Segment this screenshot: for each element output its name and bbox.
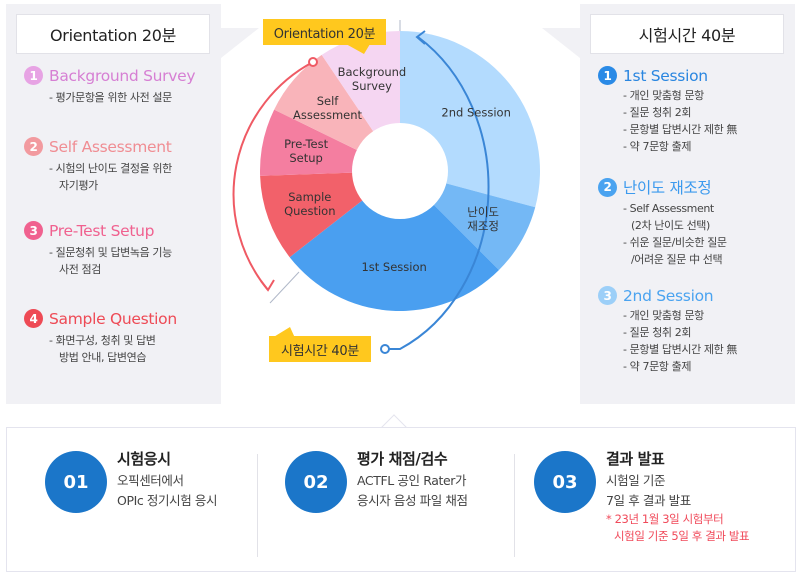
step-title: Self Assessment bbox=[49, 137, 172, 156]
process-title: 시험응시 bbox=[117, 450, 171, 468]
step-number-badge: 2 bbox=[24, 137, 43, 156]
test-time-chip: 시험시간 40분 bbox=[269, 336, 371, 362]
donut-segment-label: 1st Session bbox=[361, 260, 426, 274]
process-number-badge: 02 bbox=[285, 451, 347, 513]
orientation-arc bbox=[232, 61, 314, 291]
orientation-time-chip: Orientation 20분 bbox=[263, 19, 386, 45]
test-step-3: 3 2nd Session - 개인 맞춤형 문항 - 질문 청취 2회 - 문… bbox=[598, 286, 737, 375]
test-arc-start-icon bbox=[380, 344, 390, 354]
process-number-badge: 03 bbox=[534, 451, 596, 513]
donut-segment-label: 2nd Session bbox=[441, 106, 510, 120]
step-desc: - 평가문항을 위한 사전 설문 bbox=[49, 91, 172, 104]
chip-tail bbox=[272, 327, 295, 338]
test-arc-arrow-icon bbox=[415, 30, 426, 45]
orientation-title: Orientation 20분 bbox=[16, 14, 210, 54]
donut-segment bbox=[321, 31, 400, 138]
process-divider bbox=[257, 454, 258, 557]
process-title: 결과 발표 bbox=[606, 450, 665, 468]
step-number-badge: 3 bbox=[24, 221, 43, 240]
process-step-3: 03 결과 발표 시험일 기준 7일 후 결과 발표 * 23년 1월 3일 시… bbox=[514, 428, 797, 573]
orientation-step-3: 3 Pre-Test Setup - 질문청취 및 답변녹음 기능 사전 점검 bbox=[24, 221, 172, 278]
step-desc: - Self Assessment bbox=[623, 202, 714, 215]
orientation-step-4: 4 Sample Question - 화면구성, 청취 및 답변 방법 안내,… bbox=[24, 309, 177, 366]
step-desc: 방법 안내, 답변연습 bbox=[59, 351, 147, 364]
step-desc: - 질문청취 및 답변녹음 기능 bbox=[49, 246, 172, 259]
process-step-2: 02 평가 채점/검수 ACTFL 공인 Rater가 응시자 음성 파일 채점 bbox=[257, 428, 517, 573]
step-desc: - 약 7문항 출제 bbox=[623, 140, 692, 153]
donut-hole bbox=[352, 123, 448, 219]
step-desc: - 문항별 답변시간 제한 無 bbox=[623, 123, 738, 136]
process-box: 01 시험응시 오픽센터에서 OPIc 정기시험 응시 02 평가 채점/검수 … bbox=[6, 427, 796, 572]
donut-segment bbox=[274, 54, 378, 154]
chip-tail bbox=[346, 44, 370, 54]
process-note: 시험일 기준 5일 후 결과 발표 bbox=[614, 529, 750, 543]
step-desc: - 개인 맞춤형 문항 bbox=[623, 89, 704, 102]
step-desc: - 문항별 답변시간 제한 無 bbox=[623, 343, 738, 356]
test-step-2: 2 난이도 재조정 - Self Assessment (2차 난이도 선택) … bbox=[598, 176, 727, 268]
step-desc: - 시험의 난이도 결정을 위한 bbox=[49, 162, 172, 175]
step-number-badge: 3 bbox=[598, 286, 617, 305]
step-title: 난이도 재조정 bbox=[623, 179, 712, 197]
step-number-badge: 1 bbox=[598, 66, 617, 85]
orientation-panel-tail bbox=[221, 28, 259, 58]
process-text: 오픽센터에서 bbox=[117, 473, 184, 488]
step-title: Sample Question bbox=[49, 309, 177, 328]
test-time-title: 시험시간 40분 bbox=[590, 14, 784, 54]
step-desc: - 약 7문항 출제 bbox=[623, 360, 692, 373]
process-text: OPIc 정기시험 응시 bbox=[117, 493, 218, 508]
process-text: 7일 후 결과 발표 bbox=[606, 493, 691, 508]
step-desc: - 질문 청취 2회 bbox=[623, 106, 692, 119]
process-number-badge: 01 bbox=[45, 451, 107, 513]
donut-segment bbox=[260, 172, 369, 258]
process-title: 평가 채점/검수 bbox=[357, 450, 448, 468]
step-title: Pre-Test Setup bbox=[49, 221, 155, 240]
process-step-1: 01 시험응시 오픽센터에서 OPIc 정기시험 응시 bbox=[7, 428, 267, 573]
step-title: 2nd Session bbox=[623, 286, 714, 305]
process-text: 응시자 음성 파일 채점 bbox=[357, 493, 468, 508]
step-desc: 자기평가 bbox=[59, 179, 98, 192]
step-title: 1st Session bbox=[623, 66, 708, 85]
donut-segment bbox=[400, 31, 540, 208]
step-desc: - 질문 청취 2회 bbox=[623, 326, 692, 339]
donut-segment bbox=[260, 109, 365, 176]
step-desc: - 쉬운 질문/비슷한 질문 bbox=[623, 236, 727, 249]
donut-segments bbox=[260, 31, 540, 311]
orientation-panel: Orientation 20분 1 Background Survey - 평가… bbox=[6, 4, 221, 404]
step-desc: (2차 난이도 선택) bbox=[631, 219, 710, 232]
step-title: Background Survey bbox=[49, 66, 196, 85]
step-number-badge: 4 bbox=[24, 309, 43, 328]
test-arc bbox=[387, 36, 490, 350]
step-number-badge: 1 bbox=[24, 66, 43, 85]
donut-segment bbox=[289, 195, 499, 311]
orientation-step-2: 2 Self Assessment - 시험의 난이도 결정을 위한 자기평가 bbox=[24, 137, 172, 194]
test-time-panel: 시험시간 40분 1 1st Session - 개인 맞춤형 문항 - 질문 … bbox=[580, 4, 795, 404]
step-desc: 사전 점검 bbox=[59, 263, 101, 276]
step-desc: - 개인 맞춤형 문항 bbox=[623, 309, 704, 322]
orientation-arc-start-icon bbox=[308, 57, 318, 67]
process-text: ACTFL 공인 Rater가 bbox=[357, 473, 467, 488]
orientation-arc-arrow-icon bbox=[260, 279, 275, 292]
process-note: * 23년 1월 3일 시험부터 bbox=[606, 512, 724, 526]
divider-line bbox=[269, 271, 300, 304]
step-number-badge: 2 bbox=[598, 177, 617, 197]
donut-segment bbox=[428, 181, 536, 270]
step-desc: - 화면구성, 청취 및 답변 bbox=[49, 334, 156, 347]
process-text: 시험일 기준 bbox=[606, 473, 666, 488]
test-step-1: 1 1st Session - 개인 맞춤형 문항 - 질문 청취 2회 - 문… bbox=[598, 66, 737, 155]
step-desc: /어려운 질문 中 선택 bbox=[631, 253, 723, 266]
process-divider bbox=[514, 454, 515, 557]
orientation-step-1: 1 Background Survey - 평가문항을 위한 사전 설문 bbox=[24, 66, 196, 106]
test-panel-tail bbox=[542, 28, 580, 58]
